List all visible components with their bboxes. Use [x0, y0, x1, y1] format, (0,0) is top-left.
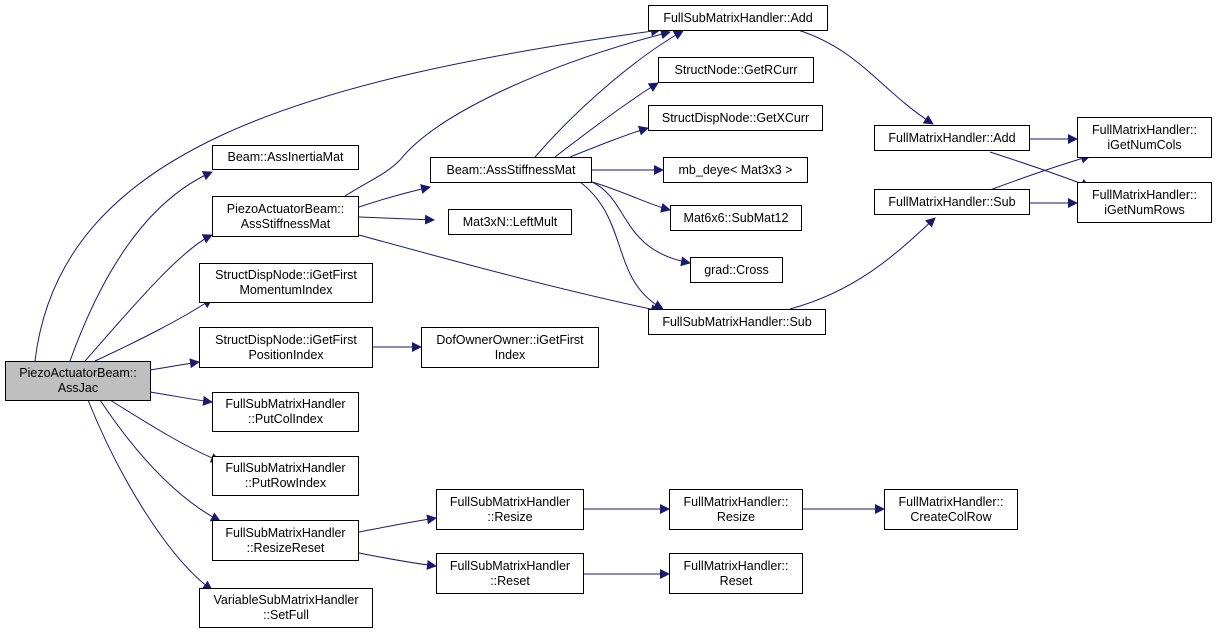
edge-beam-to-sn-getrcurr [554, 82, 659, 158]
node-label-line: FullMatrixHandler:: [898, 494, 1004, 509]
node-fsm-putrow[interactable]: FullSubMatrixHandler::PutRowIndex [212, 456, 359, 496]
edge-root-to-fsm-add [34, 26, 661, 362]
node-label-line: DofOwnerOwner::iGetFirst [436, 332, 584, 347]
node-label-line: FullSubMatrixHandler::Add [663, 10, 813, 25]
node-label-line: ::PutColIndex [247, 412, 324, 426]
node-mat3xn-leftmult[interactable]: Mat3xN::LeftMult [448, 209, 572, 235]
node-vsm-setfull[interactable]: VariableSubMatrixHandler::SetFull [199, 588, 373, 628]
node-label-line: Resize [716, 509, 756, 524]
node-label-line: ::SetFull [263, 608, 309, 622]
edge-beam-to-fsm-add [534, 30, 684, 158]
edge-root-to-fsm-putrow [109, 399, 221, 463]
edge-beam-to-mat6x6 [591, 181, 671, 213]
node-label-line: Index [494, 347, 526, 362]
node-beam-assinertia[interactable]: Beam::AssInertiaMat [212, 145, 359, 170]
node-label-line: StructDispNode::GetXCurr [661, 110, 810, 125]
node-fsm-resizereset[interactable]: FullSubMatrixHandler::ResizeReset [212, 520, 359, 561]
node-root: PiezoActuatorBeam::AssJac [5, 361, 151, 401]
node-label-line: grad::Cross [704, 262, 769, 277]
node-fm-createcolrow[interactable]: FullMatrixHandler::CreateColRow [884, 489, 1018, 530]
node-label-line: Mat6x6::SubMat12 [683, 210, 789, 225]
node-fm-sub[interactable]: FullMatrixHandler::Sub [874, 189, 1030, 215]
edge-fm-sub-to-getnumcols [989, 153, 1091, 191]
node-sdn-getxcurr[interactable]: StructDispNode::GetXCurr [648, 105, 823, 131]
node-label-line: FullSubMatrixHandler::Sub [662, 314, 812, 329]
edge-root-to-sdn-position [149, 358, 200, 371]
node-label-line: VariableSubMatrixHandler [213, 593, 359, 607]
node-fm-resize[interactable]: FullMatrixHandler::Resize [669, 489, 803, 530]
node-fsm-resize[interactable]: FullSubMatrixHandler::Resize [436, 489, 584, 530]
node-label-line: FullSubMatrixHandler [225, 461, 346, 475]
node-label-line: FullSubMatrixHandler [449, 558, 571, 573]
node-grad-cross[interactable]: grad::Cross [690, 257, 783, 283]
node-label-line: iGetNumRows [1104, 202, 1185, 217]
node-label-line: PiezoActuatorBeam:: [19, 366, 137, 380]
node-label-line: AssStiffnessMat [240, 216, 331, 231]
edge-fsm-add-to-fm-add [797, 29, 934, 125]
node-mat6x6-submat[interactable]: Mat6x6::SubMat12 [670, 205, 802, 231]
node-fm-reset[interactable]: FullMatrixHandler::Reset [669, 553, 803, 594]
edge-piezo-to-beam-assstiff [358, 184, 431, 208]
node-label-line: ::PutRowIndex [244, 476, 327, 490]
node-label-line: FullMatrixHandler:: [1092, 187, 1197, 202]
node-label-line: StructDispNode::iGetFirst [215, 332, 357, 347]
edge-piezo-to-fsm-sub [358, 234, 661, 315]
node-label-line: FullSubMatrixHandler [225, 525, 346, 540]
node-label-line: Beam::AssInertiaMat [227, 150, 344, 164]
node-label-line: iGetNumCols [1107, 137, 1182, 152]
edge-fm-add-to-getnumrows [989, 151, 1091, 189]
edge-fsm-sub-to-fm-sub [789, 217, 936, 310]
node-label-line: StructDispNode::iGetFirst [215, 268, 357, 282]
node-label-line: PiezoActuatorBeam:: [226, 201, 345, 216]
edge-root-to-piezo-assstiff [84, 234, 213, 362]
node-fm-getnumcols[interactable]: FullMatrixHandler::iGetNumCols [1077, 117, 1212, 158]
node-label-line: FullMatrixHandler:: [683, 558, 789, 573]
node-fsm-add[interactable]: FullSubMatrixHandler::Add [648, 5, 828, 31]
edge-beam-to-sdn-getxcurr [569, 125, 649, 158]
node-label-line: CreateColRow [910, 509, 992, 524]
edge-beam-to-fsm-sub [579, 181, 664, 310]
node-label-line: mb_deye< Mat3x3 > [678, 162, 793, 177]
node-label-line: StructNode::GetRCurr [674, 62, 798, 77]
node-fm-add[interactable]: FullMatrixHandler::Add [874, 125, 1030, 151]
node-label-line: Reset [719, 573, 753, 588]
node-piezo-assstiff[interactable]: PiezoActuatorBeam::AssStiffnessMat [212, 196, 359, 237]
edge-root-to-fsm-putcol [149, 391, 213, 406]
edge-root-to-vsm-setfull [87, 399, 213, 591]
node-label-line: ::ResizeReset [246, 540, 325, 555]
node-label-line: Beam::AssStiffnessMat [446, 162, 576, 177]
node-label-line: FullMatrixHandler::Add [888, 130, 1016, 145]
node-fsm-putcol[interactable]: FullSubMatrixHandler::PutColIndex [212, 392, 359, 432]
node-sn-getrcurr[interactable]: StructNode::GetRCurr [658, 57, 814, 83]
node-label-line: FullSubMatrixHandler [449, 494, 571, 509]
node-label-line: AssJac [57, 381, 99, 395]
edge-root-to-fsm-resizereset [99, 399, 221, 522]
node-beam-assstiff[interactable]: Beam::AssStiffnessMat [430, 157, 592, 183]
node-label-line: FullMatrixHandler:: [1092, 122, 1197, 137]
node-label-line: FullMatrixHandler:: [683, 494, 789, 509]
node-label-line: MomentumIndex [239, 283, 333, 297]
node-fsm-reset[interactable]: FullSubMatrixHandler::Reset [436, 553, 584, 594]
node-label-line: ::Reset [490, 573, 530, 588]
node-label-line: FullMatrixHandler::Sub [888, 194, 1016, 209]
node-fm-getnumrows[interactable]: FullMatrixHandler::iGetNumRows [1077, 182, 1212, 223]
node-mb-deye[interactable]: mb_deye< Mat3x3 > [663, 157, 808, 183]
node-label-line: Mat3xN::LeftMult [462, 214, 558, 229]
edge-piezo-to-fsm-add [344, 29, 671, 197]
edge-root-to-beam-assinertia [69, 171, 213, 362]
node-label-line: PositionIndex [248, 347, 324, 362]
edge-resizereset-to-fsm-reset [358, 552, 437, 570]
edge-resizereset-to-fsm-resize [358, 514, 437, 533]
node-fsm-sub[interactable]: FullSubMatrixHandler::Sub [648, 309, 826, 335]
edge-root-to-sdn-momentum [94, 298, 213, 362]
node-label-line: ::Resize [487, 509, 533, 524]
node-label-line: FullSubMatrixHandler [225, 397, 346, 411]
edge-beam-to-grad-cross [591, 181, 691, 267]
edge-piezo-to-mat3xn [358, 214, 435, 225]
